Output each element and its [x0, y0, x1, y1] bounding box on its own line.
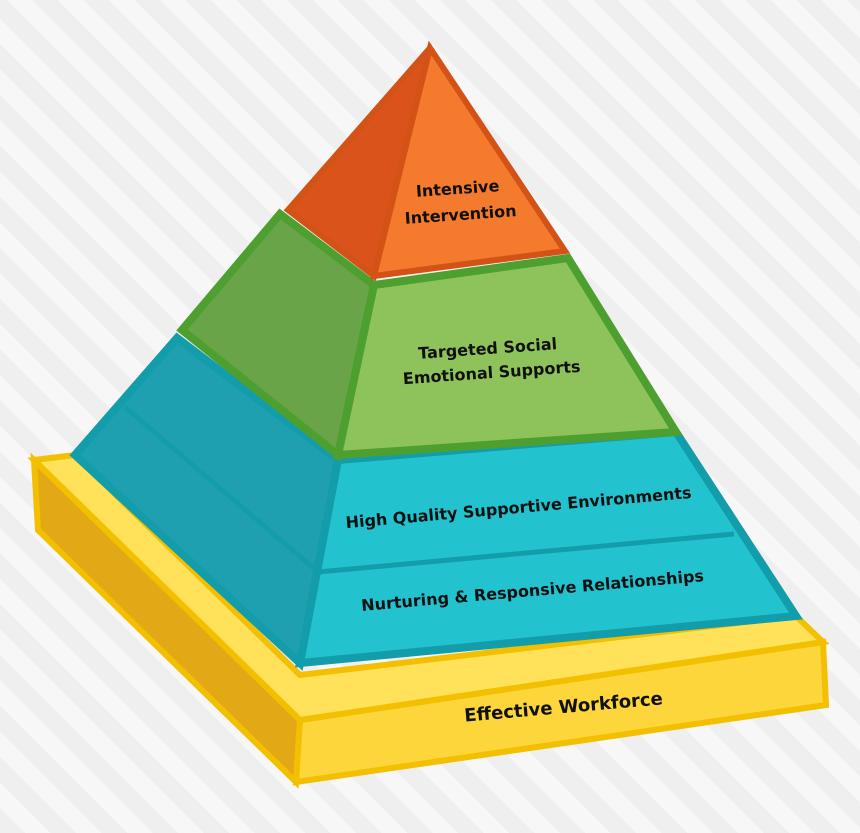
green-tier-front-face	[332, 253, 683, 460]
blue-tier-divider	[123, 405, 735, 575]
orange-tier: Intensive Intervention	[283, 40, 571, 282]
green-tier: Targeted Social Emotional Supports	[176, 208, 683, 463]
orange-tier-front-face	[370, 40, 571, 280]
